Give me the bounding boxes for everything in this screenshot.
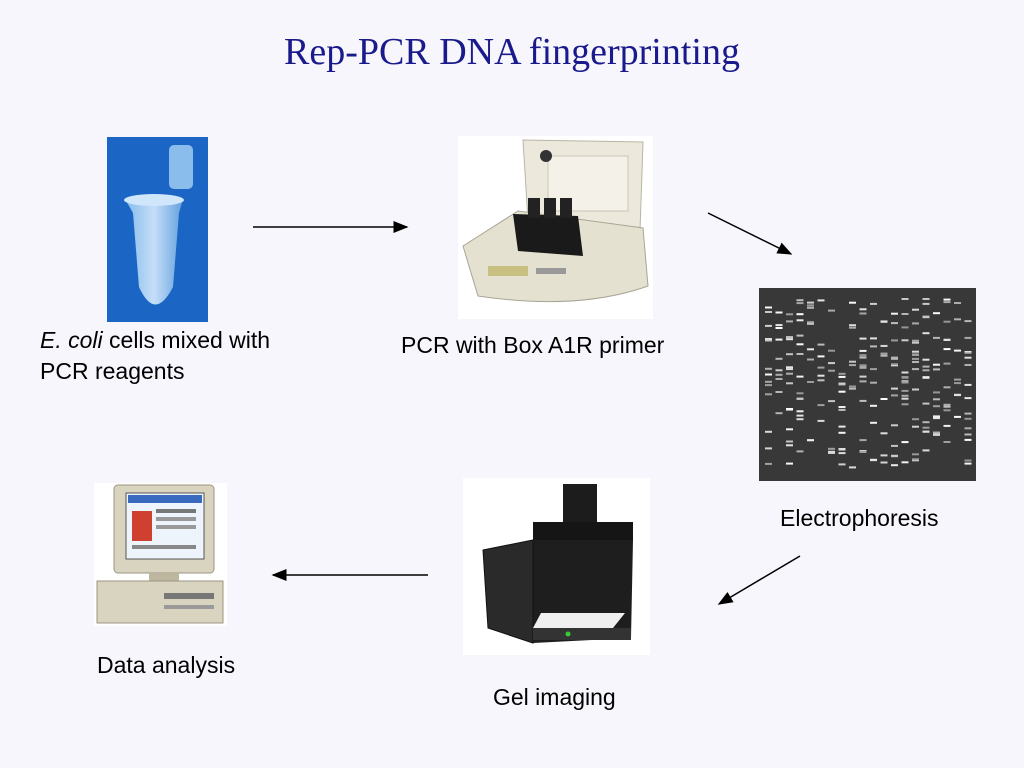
pcr-tube-icon [107, 137, 208, 322]
step-data-analysis-label: Data analysis [97, 652, 236, 678]
step-gel-imaging-label: Gel imaging [493, 684, 616, 710]
thermal-cycler-icon [458, 136, 653, 319]
gel-imager-icon [463, 478, 650, 655]
step-ecoli-label: E. coli cells mixed with PCR reagents [40, 327, 271, 384]
computer-icon [94, 483, 227, 626]
page-title: Rep-PCR DNA fingerprinting [284, 31, 740, 73]
gel-image-icon [759, 288, 976, 481]
arrow-pcr-to-gel [707, 212, 793, 255]
step-electrophoresis-label: Electrophoresis [780, 505, 939, 531]
step-pcr-label: PCR with Box A1R primer [401, 332, 665, 358]
arrow-gel-to-imager [717, 555, 801, 605]
